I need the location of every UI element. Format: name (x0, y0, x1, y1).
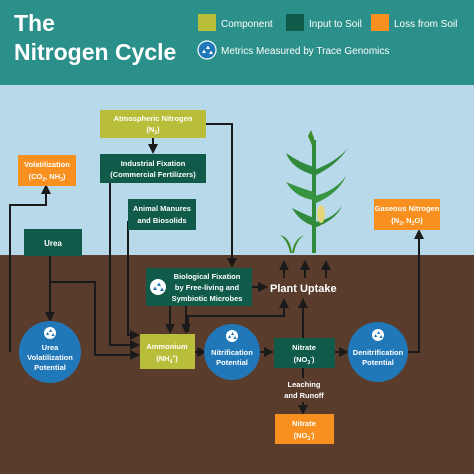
biological-fixation-line3: Symbiotic Microbes (172, 294, 243, 303)
plant-uptake-arrows (279, 260, 331, 278)
industrial-fixation-box (100, 154, 206, 183)
leaching-label: Leaching (288, 380, 321, 389)
animal-manures-box (128, 199, 196, 230)
nitrification-metric-icon (226, 330, 238, 342)
urea-box (24, 229, 82, 256)
animal-manures-label: Animal Manures (133, 204, 191, 213)
legend-swatch-component (198, 14, 216, 31)
nitrate-loss-formula: (NO3-) (294, 431, 315, 442)
gaseous-nitrogen-formula: (N2, N2O) (391, 216, 423, 227)
nitrate-box (274, 338, 335, 368)
trace-genomics-logo-icon (153, 282, 164, 291)
urea-volatilization-line3: Potential (34, 363, 66, 372)
biological-fixation-metric-icon (150, 279, 166, 295)
legend-label-loss: Loss from Soil (394, 19, 457, 30)
ammonium-formula: (NH4+) (156, 354, 178, 365)
biological-fixation-line2: by Free-living and (175, 283, 240, 292)
urea-volatilization-line2: Volatilization (27, 353, 73, 362)
gaseous-nitrogen-label: Gaseous Nitrogen (375, 204, 440, 213)
ammonium-box (140, 334, 195, 369)
trace-genomics-logo-icon (228, 332, 237, 339)
atmospheric-nitrogen-formula: (N2) (146, 125, 160, 136)
volatilization-formula: (CO2, NH3) (29, 172, 66, 183)
urea-volatilization-potential-circle (19, 321, 81, 383)
title-line-1: The (14, 10, 55, 36)
legend-label-input: Input to Soil (309, 19, 362, 30)
header-band (0, 0, 474, 85)
connectors (9, 123, 424, 415)
gaseous-nitrogen-box (374, 199, 440, 230)
volatilization-label: Volatilization (24, 160, 70, 169)
nitrate-loss-box (275, 414, 334, 444)
trace-genomics-logo-icon (46, 329, 55, 336)
urea-label: Urea (44, 239, 62, 248)
leaching-label-bg (282, 378, 326, 402)
leaching-sublabel: and Runoff (284, 391, 324, 400)
animal-manures-sublabel: and Biosolids (137, 216, 186, 225)
corn-plant-illustration (280, 130, 348, 253)
denitrification-label: Denitrification (353, 348, 404, 357)
volatilization-box (18, 155, 76, 186)
industrial-fixation-sublabel: (Commercial Fertilizers) (110, 170, 196, 179)
urea-volatilization-label: Urea (42, 343, 60, 352)
nitrification-potential-circle (204, 324, 260, 380)
plant-uptake-label: Plant Uptake (270, 283, 337, 295)
nitrate-label: Nitrate (292, 343, 316, 352)
trace-genomics-logo-icon (374, 331, 383, 338)
denitrification-metric-icon (372, 329, 384, 341)
ammonium-label: Ammonium (146, 342, 188, 351)
denitrification-potential-circle (348, 322, 408, 382)
title-line-2: Nitrogen Cycle (14, 39, 176, 65)
denitrification-line2: Potential (362, 358, 394, 367)
legend-label-component: Component (221, 19, 273, 30)
trace-genomics-logo-icon (202, 45, 213, 54)
legend-label-metrics: Metrics Measured by Trace Genomics (221, 46, 389, 57)
nitrification-line2: Potential (216, 358, 248, 367)
nitrate-formula: (NO3-) (294, 355, 315, 366)
legend-swatch-loss (371, 14, 389, 31)
urea-volatilization-metric-icon (44, 327, 56, 339)
industrial-fixation-label: Industrial Fixation (121, 159, 186, 168)
nitrate-loss-label: Nitrate (292, 419, 316, 428)
metrics-icon (197, 40, 217, 60)
biological-fixation-label: Biological Fixation (174, 272, 241, 281)
nitrification-label: Nitrification (211, 348, 253, 357)
atmospheric-nitrogen-label: Atmospheric Nitrogen (114, 114, 193, 123)
legend-swatch-input (286, 14, 304, 31)
atmospheric-nitrogen-box (100, 110, 206, 138)
